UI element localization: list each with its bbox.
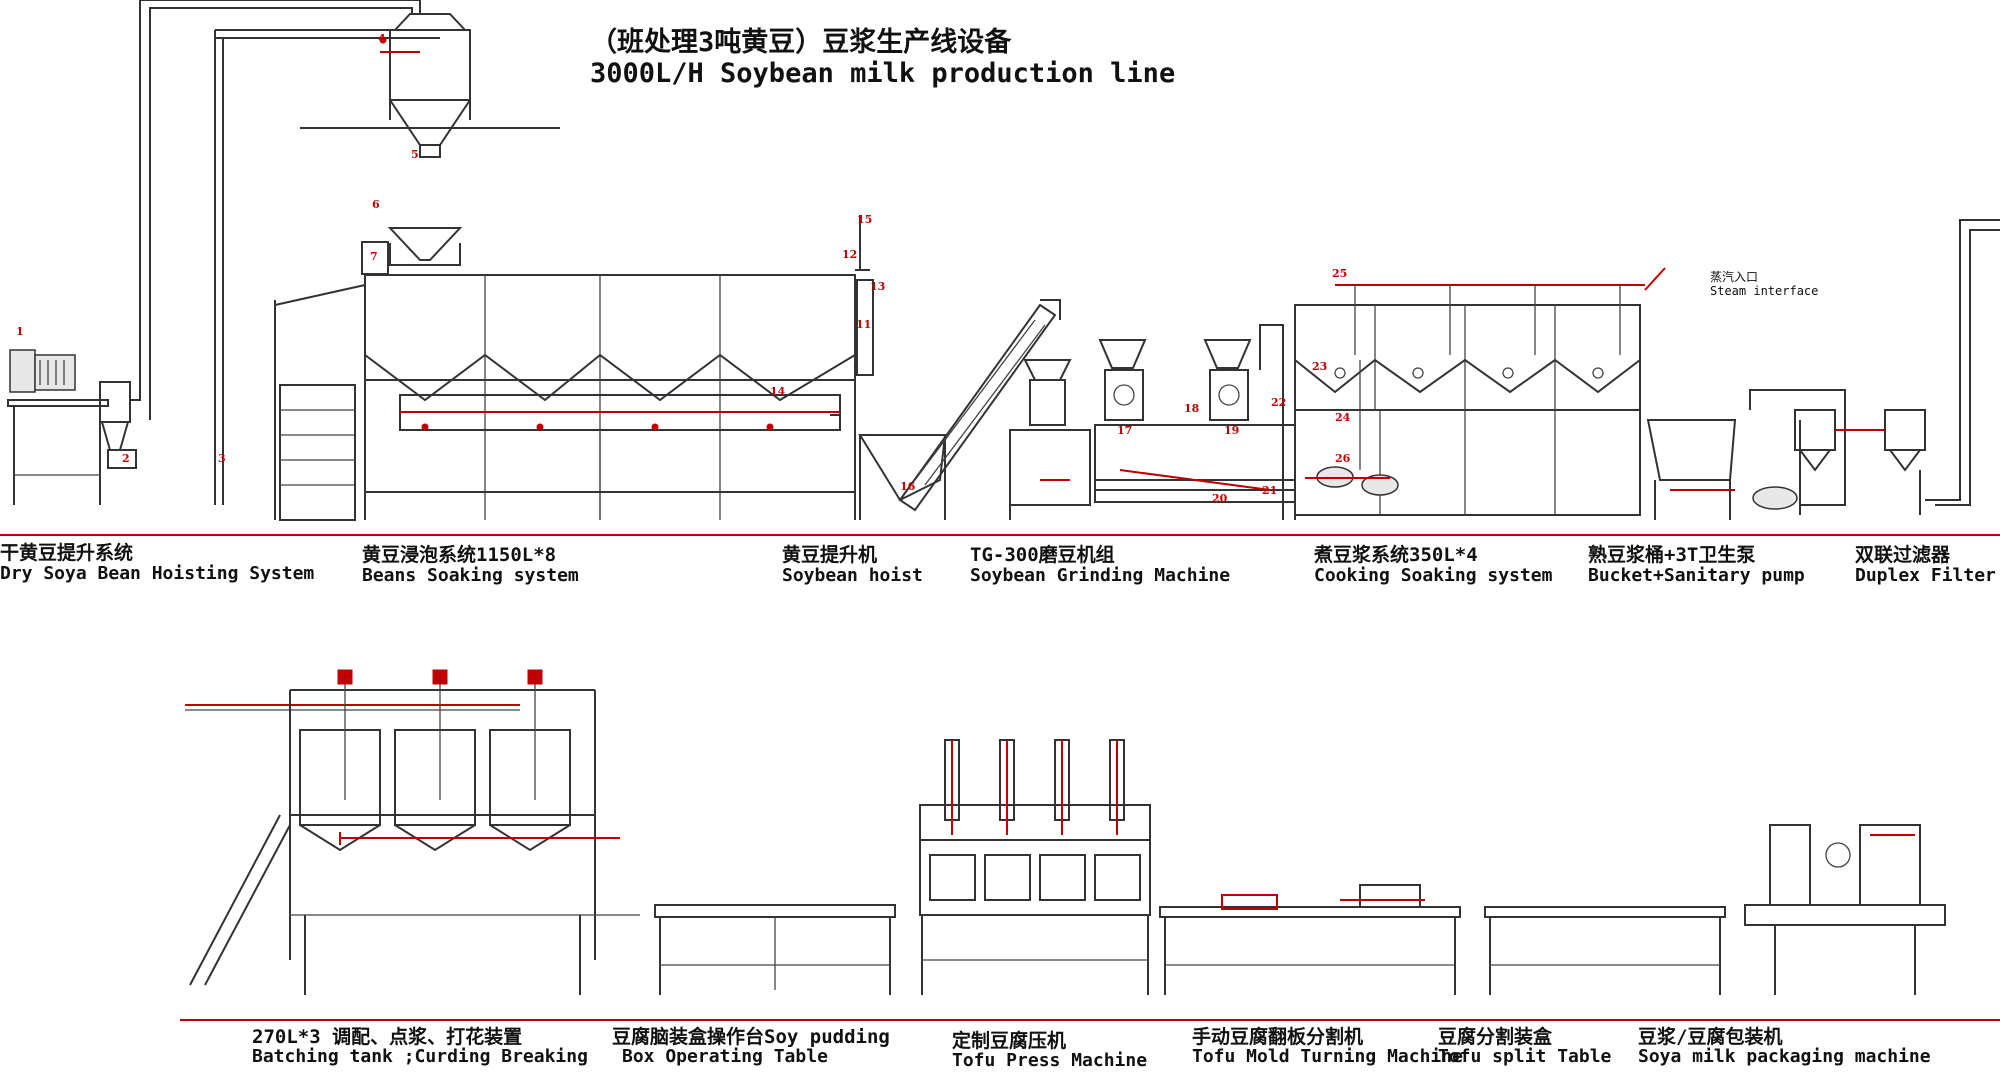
label-cooking-zh: 煮豆浆系统350L*4: [1314, 544, 1478, 566]
callout-25: 25: [1332, 267, 1348, 280]
callout-19: 19: [1224, 424, 1240, 437]
label-grinding-zh: TG-300磨豆机组: [970, 544, 1115, 566]
overhead-silo: [300, 13, 560, 158]
callout-24: 24: [1335, 411, 1351, 424]
label-mold-turning-zh: 手动豆腐翻板分割机: [1192, 1026, 1364, 1048]
callout-17: 17: [1117, 424, 1133, 437]
label-grinding-en: Soybean Grinding Machine: [970, 565, 1231, 586]
label-bucket-pump-zh: 熟豆浆桶+3T卫生泵: [1588, 544, 1756, 566]
title-english: 3000L/H Soybean milk production line: [590, 58, 1176, 89]
steam-interface-en: Steam interface: [1710, 284, 1819, 298]
callout-12: 12: [842, 248, 858, 261]
tofu-mold-turning-machine: [1159, 884, 1461, 995]
packaging-machine: [1744, 824, 1946, 995]
label-hoist-en: Soybean hoist: [782, 565, 923, 586]
dry-bean-hoisting-system: [7, 0, 440, 505]
callout-16: 16: [900, 480, 916, 493]
title-chinese: （班处理3吨黄豆）豆浆生产线设备: [590, 27, 1012, 58]
label-split-table-en: Tofu split Table: [1438, 1046, 1612, 1067]
label-duplex-filter-en: Duplex Filter: [1855, 565, 1996, 586]
callout-21: 21: [1262, 484, 1278, 497]
duplex-filter: [1794, 219, 2000, 515]
tofu-split-table: [1484, 906, 1726, 995]
callout-13: 13: [870, 280, 886, 293]
label-packaging-en: Soya milk packaging machine: [1638, 1046, 1931, 1067]
callout-15: 15: [857, 213, 873, 226]
callout-6: 6: [372, 198, 380, 211]
grinding-machine: [1009, 324, 1296, 520]
callout-4: 4: [378, 32, 386, 45]
callout-23: 23: [1312, 360, 1328, 373]
callout-5: 5: [411, 148, 419, 161]
label-hoist-zh: 黄豆提升机: [782, 544, 878, 566]
callout-14: 14: [770, 385, 786, 398]
steam-interface-zh: 蒸汽入口: [1710, 270, 1759, 284]
label-mold-turning-en: Tofu Mold Turning Machine: [1192, 1046, 1463, 1067]
cooking-system: [1294, 267, 1666, 516]
callout-3: 3: [218, 452, 226, 465]
label-pudding-table-zh: 豆腐脑装盒操作台Soy pudding: [612, 1026, 890, 1048]
callout-26: 26: [1335, 452, 1351, 465]
label-dry-bean-hoist-zh: 干黄豆提升系统: [0, 542, 134, 564]
soybean-hoist: [858, 299, 1061, 520]
label-tofu-press-en: Tofu Press Machine: [952, 1050, 1148, 1071]
label-cooking-en: Cooking Soaking system: [1314, 565, 1553, 586]
label-duplex-filter-zh: 双联过滤器: [1855, 544, 1951, 566]
label-soaking-zh: 黄豆浸泡系统1150L*8: [362, 544, 557, 566]
label-packaging-zh: 豆浆/豆腐包装机: [1638, 1026, 1783, 1048]
callout-2: 2: [122, 452, 130, 465]
label-soaking-en: Beans Soaking system: [362, 565, 579, 586]
label-batching-zh: 270L*3 调配、点浆、打花装置: [252, 1026, 523, 1048]
batching-tanks: [185, 669, 640, 995]
callout-11: 11: [856, 318, 872, 331]
callout-20: 20: [1212, 492, 1228, 505]
label-pudding-table-en: Box Operating Table: [622, 1046, 828, 1067]
label-batching-en: Batching tank ;Curding Breaking: [252, 1046, 588, 1067]
label-split-table-zh: 豆腐分割装盒: [1438, 1026, 1553, 1048]
beans-soaking-system: [274, 215, 874, 521]
label-bucket-pump-en: Bucket+Sanitary pump: [1588, 565, 1805, 586]
label-tofu-press-zh: 定制豆腐压机: [952, 1030, 1067, 1052]
label-dry-bean-hoist-en: Dry Soya Bean Hoisting System: [0, 563, 315, 584]
bucket-sanitary-pump: [1646, 389, 1846, 520]
callout-22: 22: [1271, 396, 1287, 409]
soy-pudding-box-table: [654, 904, 896, 995]
tofu-press-machine: [919, 739, 1151, 995]
callout-18: 18: [1184, 402, 1200, 415]
callout-7: 7: [370, 250, 378, 263]
callout-1: 1: [16, 325, 24, 338]
